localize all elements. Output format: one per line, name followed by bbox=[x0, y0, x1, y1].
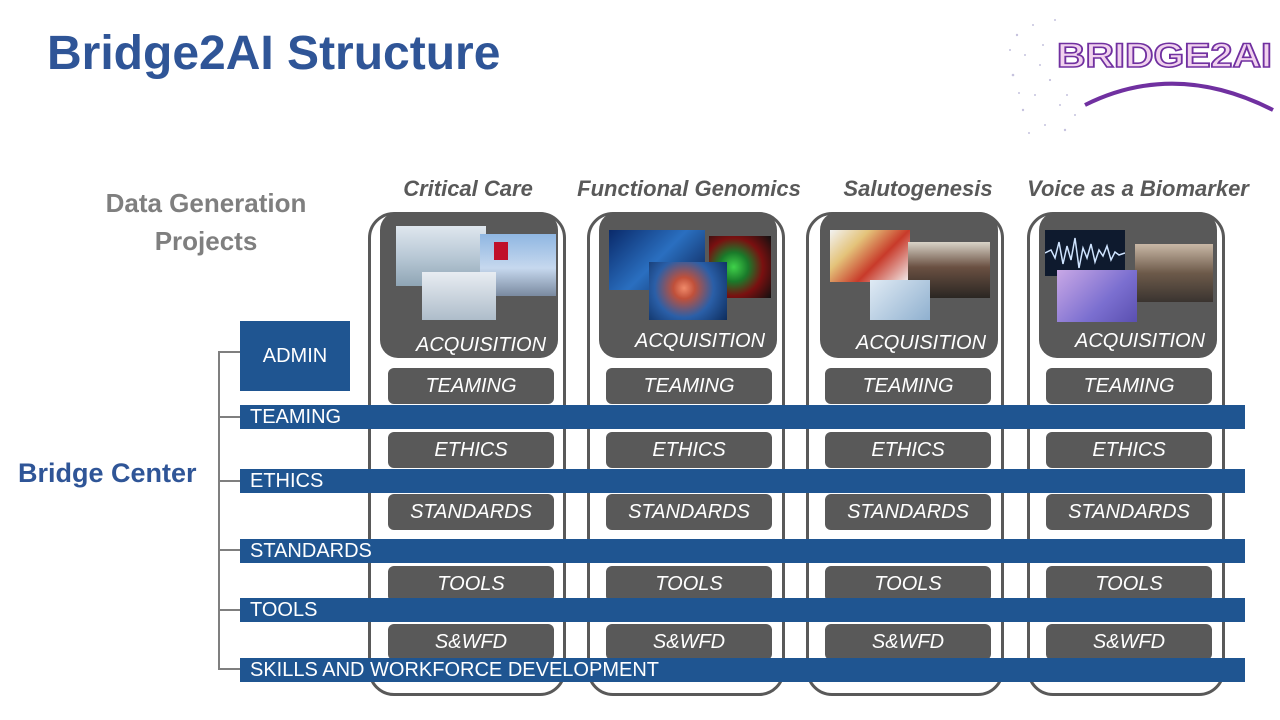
acquisition-label: ACQUISITION bbox=[416, 334, 547, 356]
admin-box: ADMIN bbox=[240, 321, 350, 391]
tools-pill: TOOLS bbox=[825, 566, 991, 602]
glucose-meter-photo bbox=[870, 280, 930, 320]
band-teaming: TEAMING bbox=[240, 405, 1245, 429]
acquisition-box-functional-genomics: ACQUISITION bbox=[599, 212, 777, 358]
soundwave-photo bbox=[1045, 230, 1125, 276]
band-ethics: ETHICS bbox=[240, 469, 1245, 493]
bracket-tick-admin bbox=[218, 351, 240, 353]
ethics-pill: ETHICS bbox=[825, 432, 991, 468]
teaming-pill: TEAMING bbox=[1046, 368, 1212, 404]
tools-pill: TOOLS bbox=[388, 566, 554, 602]
data-generation-label-line1: Data Generation bbox=[105, 188, 307, 218]
band-standards: STANDARDS bbox=[240, 539, 1245, 563]
tools-pill: TOOLS bbox=[606, 566, 772, 602]
teaming-pill: TEAMING bbox=[606, 368, 772, 404]
bridge2ai-logo: BRIDGE2AI bbox=[1005, 5, 1275, 145]
acquisition-box-critical-care: ACQUISITION bbox=[380, 212, 558, 358]
swfd-pill: S&WFD bbox=[606, 624, 772, 660]
project-title-critical-care: Critical Care bbox=[403, 176, 533, 201]
microphone-photo bbox=[1057, 270, 1137, 322]
standards-pill: STANDARDS bbox=[606, 494, 772, 530]
data-generation-projects-label: Data Generation Projects bbox=[72, 184, 340, 260]
tools-pill: TOOLS bbox=[1046, 566, 1212, 602]
teaming-pill: TEAMING bbox=[388, 368, 554, 404]
project-title-voice-biomarker: Voice as a Biomarker bbox=[1027, 176, 1249, 201]
acquisition-label: ACQUISITION bbox=[635, 330, 766, 352]
acquisition-box-voice-biomarker: ACQUISITION bbox=[1039, 212, 1217, 358]
standards-pill: STANDARDS bbox=[388, 494, 554, 530]
logo-text: BRIDGE2AI bbox=[1057, 37, 1272, 75]
acquisition-box-salutogenesis: ACQUISITION bbox=[820, 212, 998, 358]
health-food-photo bbox=[830, 230, 910, 282]
standards-pill: STANDARDS bbox=[1046, 494, 1212, 530]
band-tools: TOOLS bbox=[240, 598, 1245, 622]
icu-bed-photo bbox=[422, 272, 496, 320]
ethics-pill: ETHICS bbox=[1046, 432, 1212, 468]
bridge-center-label: Bridge Center bbox=[18, 458, 197, 488]
project-title-salutogenesis: Salutogenesis bbox=[843, 176, 993, 201]
slide-title: Bridge2AI Structure bbox=[47, 27, 501, 80]
swfd-pill: S&WFD bbox=[1046, 624, 1212, 660]
standards-pill: STANDARDS bbox=[825, 494, 991, 530]
people-talking-photo bbox=[1135, 244, 1213, 302]
teaming-pill: TEAMING bbox=[825, 368, 991, 404]
bracket-tick-standards bbox=[218, 549, 240, 551]
swfd-pill: S&WFD bbox=[825, 624, 991, 660]
data-generation-label-line2: Projects bbox=[154, 226, 258, 256]
ethics-pill: ETHICS bbox=[388, 432, 554, 468]
project-title-functional-genomics: Functional Genomics bbox=[577, 176, 801, 201]
swfd-pill: S&WFD bbox=[388, 624, 554, 660]
acquisition-label: ACQUISITION bbox=[856, 332, 987, 354]
bracket-tick-teaming bbox=[218, 416, 240, 418]
bracket-vertical-line bbox=[218, 351, 220, 670]
bracket-tick-tools bbox=[218, 609, 240, 611]
cell-microscopy-photo bbox=[649, 262, 727, 320]
bracket-tick-ethics bbox=[218, 480, 240, 482]
bracket-tick-skills bbox=[218, 668, 240, 670]
acquisition-label: ACQUISITION bbox=[1075, 330, 1206, 352]
ethics-pill: ETHICS bbox=[606, 432, 772, 468]
band-skills-workforce: SKILLS AND WORKFORCE DEVELOPMENT bbox=[240, 658, 1245, 682]
